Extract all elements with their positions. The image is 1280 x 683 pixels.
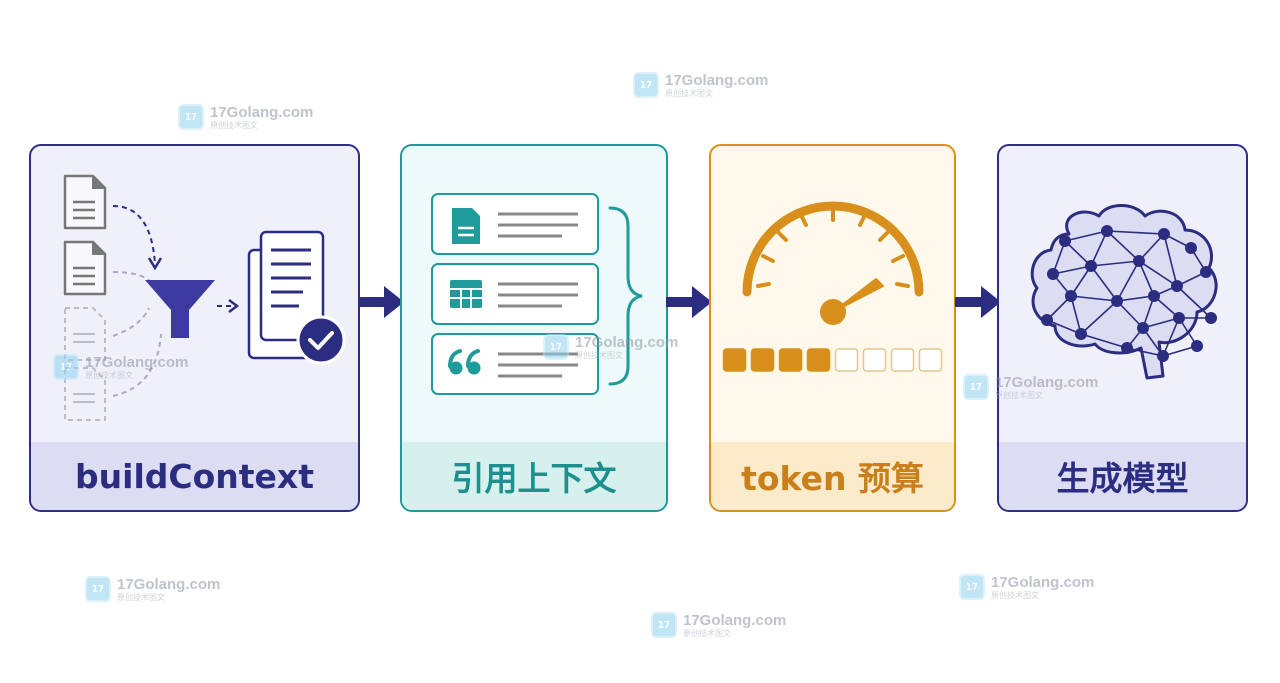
watermark-subtitle: 原创技术图文: [991, 590, 1039, 600]
document-icon: [63, 174, 107, 230]
check-circle-icon: [296, 315, 346, 365]
budget-meter: [722, 348, 943, 372]
brain-network-icon: [1030, 204, 1218, 380]
flow-arrow-icon: [358, 286, 404, 318]
budget-cell-empty: [862, 348, 887, 372]
flow-arrow-icon: [666, 286, 712, 318]
watermark-logo-icon: 17: [959, 574, 985, 600]
build-context-illustration: [63, 174, 346, 421]
budget-cell-empty: [890, 348, 915, 372]
watermark-subtitle: 原创技术图文: [210, 120, 258, 130]
quote-icon: [448, 349, 481, 375]
watermark-logo-icon: 17: [178, 104, 204, 130]
budget-cell-filled: [722, 348, 747, 372]
watermark-site: 17Golang.com: [991, 573, 1095, 591]
stage-build-context: buildContext: [29, 144, 360, 512]
watermark-site: 17Golang.com: [665, 71, 769, 89]
faded-document-icon: [64, 307, 106, 361]
budget-cell-empty: [918, 348, 943, 372]
cited-context-illustration: [431, 193, 643, 395]
gauge-icon: [742, 201, 924, 325]
generation-model-illustration: [1030, 204, 1218, 380]
budget-cell-filled: [778, 348, 803, 372]
document-icon: [452, 208, 480, 244]
watermark-logo-icon: 17: [633, 72, 659, 98]
funnel-icon: [145, 280, 215, 338]
token-budget-illustration: [722, 201, 943, 372]
budget-cell-empty: [834, 348, 859, 372]
budget-cell-filled: [750, 348, 775, 372]
watermark-subtitle: 原创技术图文: [683, 628, 731, 638]
stage-cited-context: 引用上下文: [400, 144, 668, 512]
table-icon: [450, 280, 482, 308]
budget-cell-filled: [806, 348, 831, 372]
watermark-logo-icon: 17: [651, 612, 677, 638]
stage-label: token 预算: [711, 442, 954, 510]
watermark-subtitle: 原创技术图文: [665, 88, 713, 98]
document-icon: [63, 240, 107, 296]
stage-generation-model: 生成模型: [997, 144, 1248, 512]
stage-token-budget: token 预算: [709, 144, 956, 512]
document-stack-icon: [247, 230, 325, 360]
stage-label: 引用上下文: [402, 442, 666, 510]
watermark-subtitle: 原创技术图文: [117, 592, 165, 602]
stage-label: buildContext: [31, 442, 358, 510]
watermark-site: 17Golang.com: [683, 611, 787, 629]
faded-document-icon: [64, 367, 106, 421]
watermark-logo-icon: 17: [963, 374, 989, 400]
watermark-logo-icon: 17: [85, 576, 111, 602]
flow-arrow-icon: [955, 286, 1001, 318]
watermark-site: 17Golang.com: [210, 103, 314, 121]
watermark-site: 17Golang.com: [117, 575, 221, 593]
stage-label: 生成模型: [999, 442, 1246, 510]
brace-icon: [608, 206, 643, 386]
